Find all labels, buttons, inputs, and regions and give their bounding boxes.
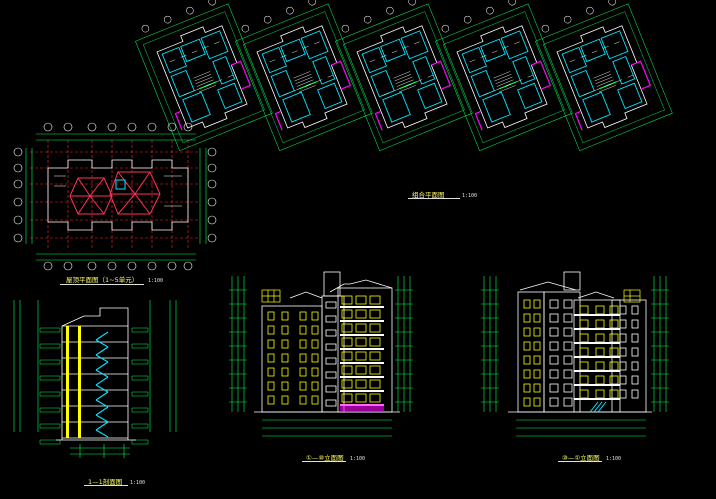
side-elevation (481, 271, 669, 437)
plan-unit (135, 0, 273, 151)
side-elevation-title-underline (558, 461, 602, 462)
roof-plan (13, 122, 217, 271)
plan-unit (235, 0, 373, 151)
side-elevation-title: ⑩—①立面图 (562, 454, 600, 462)
section-title: 1—1剖面图 (88, 478, 123, 486)
roof-plan-scale: 1:100 (148, 278, 164, 284)
section-view (13, 300, 177, 458)
combined-floor-plan (135, 0, 673, 151)
plan-unit (335, 0, 473, 151)
plan-unit (535, 0, 673, 151)
front-elevation-title-underline (302, 461, 346, 462)
combined-plan-title-underline (408, 198, 460, 199)
combined-plan-title: 组合平面图 (412, 191, 445, 199)
roof-plan-title-underline (60, 284, 144, 285)
section-title-underline (84, 485, 128, 486)
plan-unit (435, 0, 573, 151)
combined-plan-scale: 1:100 (462, 193, 478, 199)
front-elevation (229, 271, 413, 437)
roof-plan-title: 屋顶平面图（1~5单元） (66, 276, 139, 284)
front-elevation-scale: 1:100 (350, 456, 366, 462)
side-elevation-scale: 1:100 (606, 456, 622, 462)
front-elevation-title: ①—⑩立面图 (306, 454, 344, 462)
section-scale: 1:100 (130, 480, 146, 486)
